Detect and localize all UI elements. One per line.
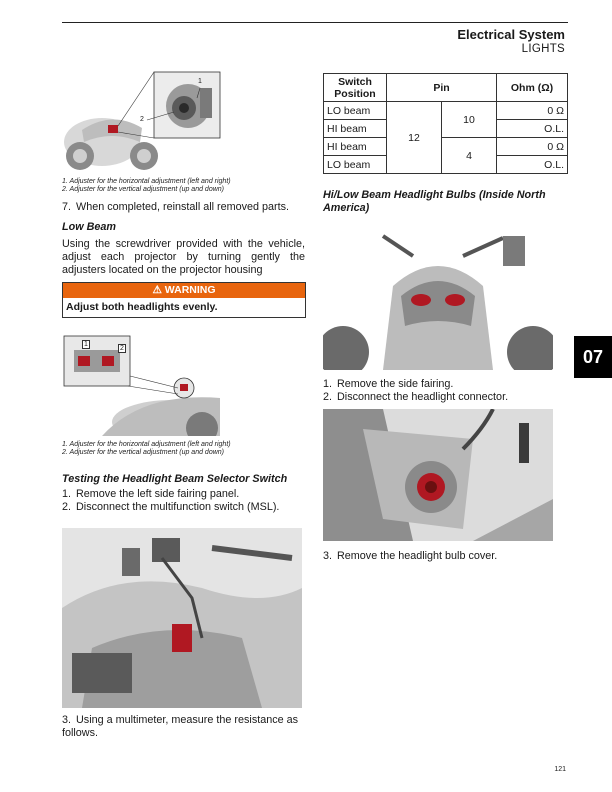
row-3-ohm: 0 Ω	[496, 137, 568, 156]
pin-a: 10	[441, 101, 497, 138]
header-ohm: Ohm (Ω)	[496, 73, 568, 102]
section-subtitle: LIGHTS	[521, 43, 565, 55]
common-pin: 12	[386, 101, 442, 174]
header-switch-position: Switch Position	[323, 73, 387, 102]
testing-step-2: 2.Disconnect the multifunction switch (M…	[62, 501, 280, 513]
figure2-caption-2: 2. Adjuster for the vertical adjustment …	[62, 449, 224, 456]
callout-2: 2	[118, 344, 126, 353]
page-number: 121	[554, 766, 566, 773]
figure-multifunction-switch	[62, 528, 302, 708]
bulbs-heading: Hi/Low Beam Headlight Bulbs (Inside Nort…	[323, 189, 546, 214]
figure-front-headlights	[323, 226, 553, 370]
bulbs-step-2: 2.Disconnect the headlight connector.	[323, 391, 509, 403]
callout-1: 1	[82, 340, 90, 349]
figure1-caption-1: 1. Adjuster for the horizontal adjustmen…	[62, 178, 231, 185]
row-3-position: HI beam	[323, 137, 387, 156]
callout-1: 1	[198, 78, 202, 85]
section-tab: 07	[574, 336, 612, 378]
callout-2: 2	[140, 116, 144, 123]
header-rule	[62, 22, 568, 23]
pin-b: 4	[441, 137, 497, 174]
warning-text: Adjust both headlights evenly.	[66, 301, 218, 313]
row-1-ohm: 0 Ω	[496, 101, 568, 120]
warning-box: ⚠ WARNING Adjust both headlights evenly.	[62, 282, 306, 318]
low-beam-text: Using the screwdriver provided with the …	[62, 238, 305, 276]
row-1-position: LO beam	[323, 101, 387, 120]
row-2-position: HI beam	[323, 119, 387, 138]
row-2-ohm: O.L.	[496, 119, 568, 138]
warning-header: ⚠ WARNING	[63, 283, 305, 298]
figure-headlight-connector	[323, 409, 553, 541]
low-beam-heading: Low Beam	[62, 221, 116, 233]
resistance-table: Switch Position Pin Ohm (Ω) LO beam 12 1…	[323, 73, 568, 174]
figure-headlight-adjusters-closeup: 1 2	[62, 332, 220, 436]
figure1-caption-2: 2. Adjuster for the vertical adjustment …	[62, 186, 224, 193]
bulbs-step-1: 1.Remove the side fairing.	[323, 378, 454, 390]
section-title: Electrical System	[457, 27, 565, 42]
figure-headlight-adjusters-top: 1 2	[62, 70, 222, 174]
warning-triangle-icon: ⚠	[152, 284, 162, 296]
step-7: 7.When completed, reinstall all removed …	[62, 201, 290, 213]
testing-heading: Testing the Headlight Beam Selector Swit…	[62, 473, 288, 485]
figure2-caption-1: 1. Adjuster for the horizontal adjustmen…	[62, 441, 231, 448]
row-4-ohm: O.L.	[496, 155, 568, 174]
bulbs-step-3: 3.Remove the headlight bulb cover.	[323, 550, 498, 562]
header-pin: Pin	[386, 73, 497, 102]
row-4-position: LO beam	[323, 155, 387, 174]
testing-step-3: 3.Using a multimeter, measure the resist…	[62, 714, 299, 739]
testing-step-1: 1.Remove the left side fairing panel.	[62, 488, 240, 500]
warning-label: WARNING	[164, 284, 216, 296]
